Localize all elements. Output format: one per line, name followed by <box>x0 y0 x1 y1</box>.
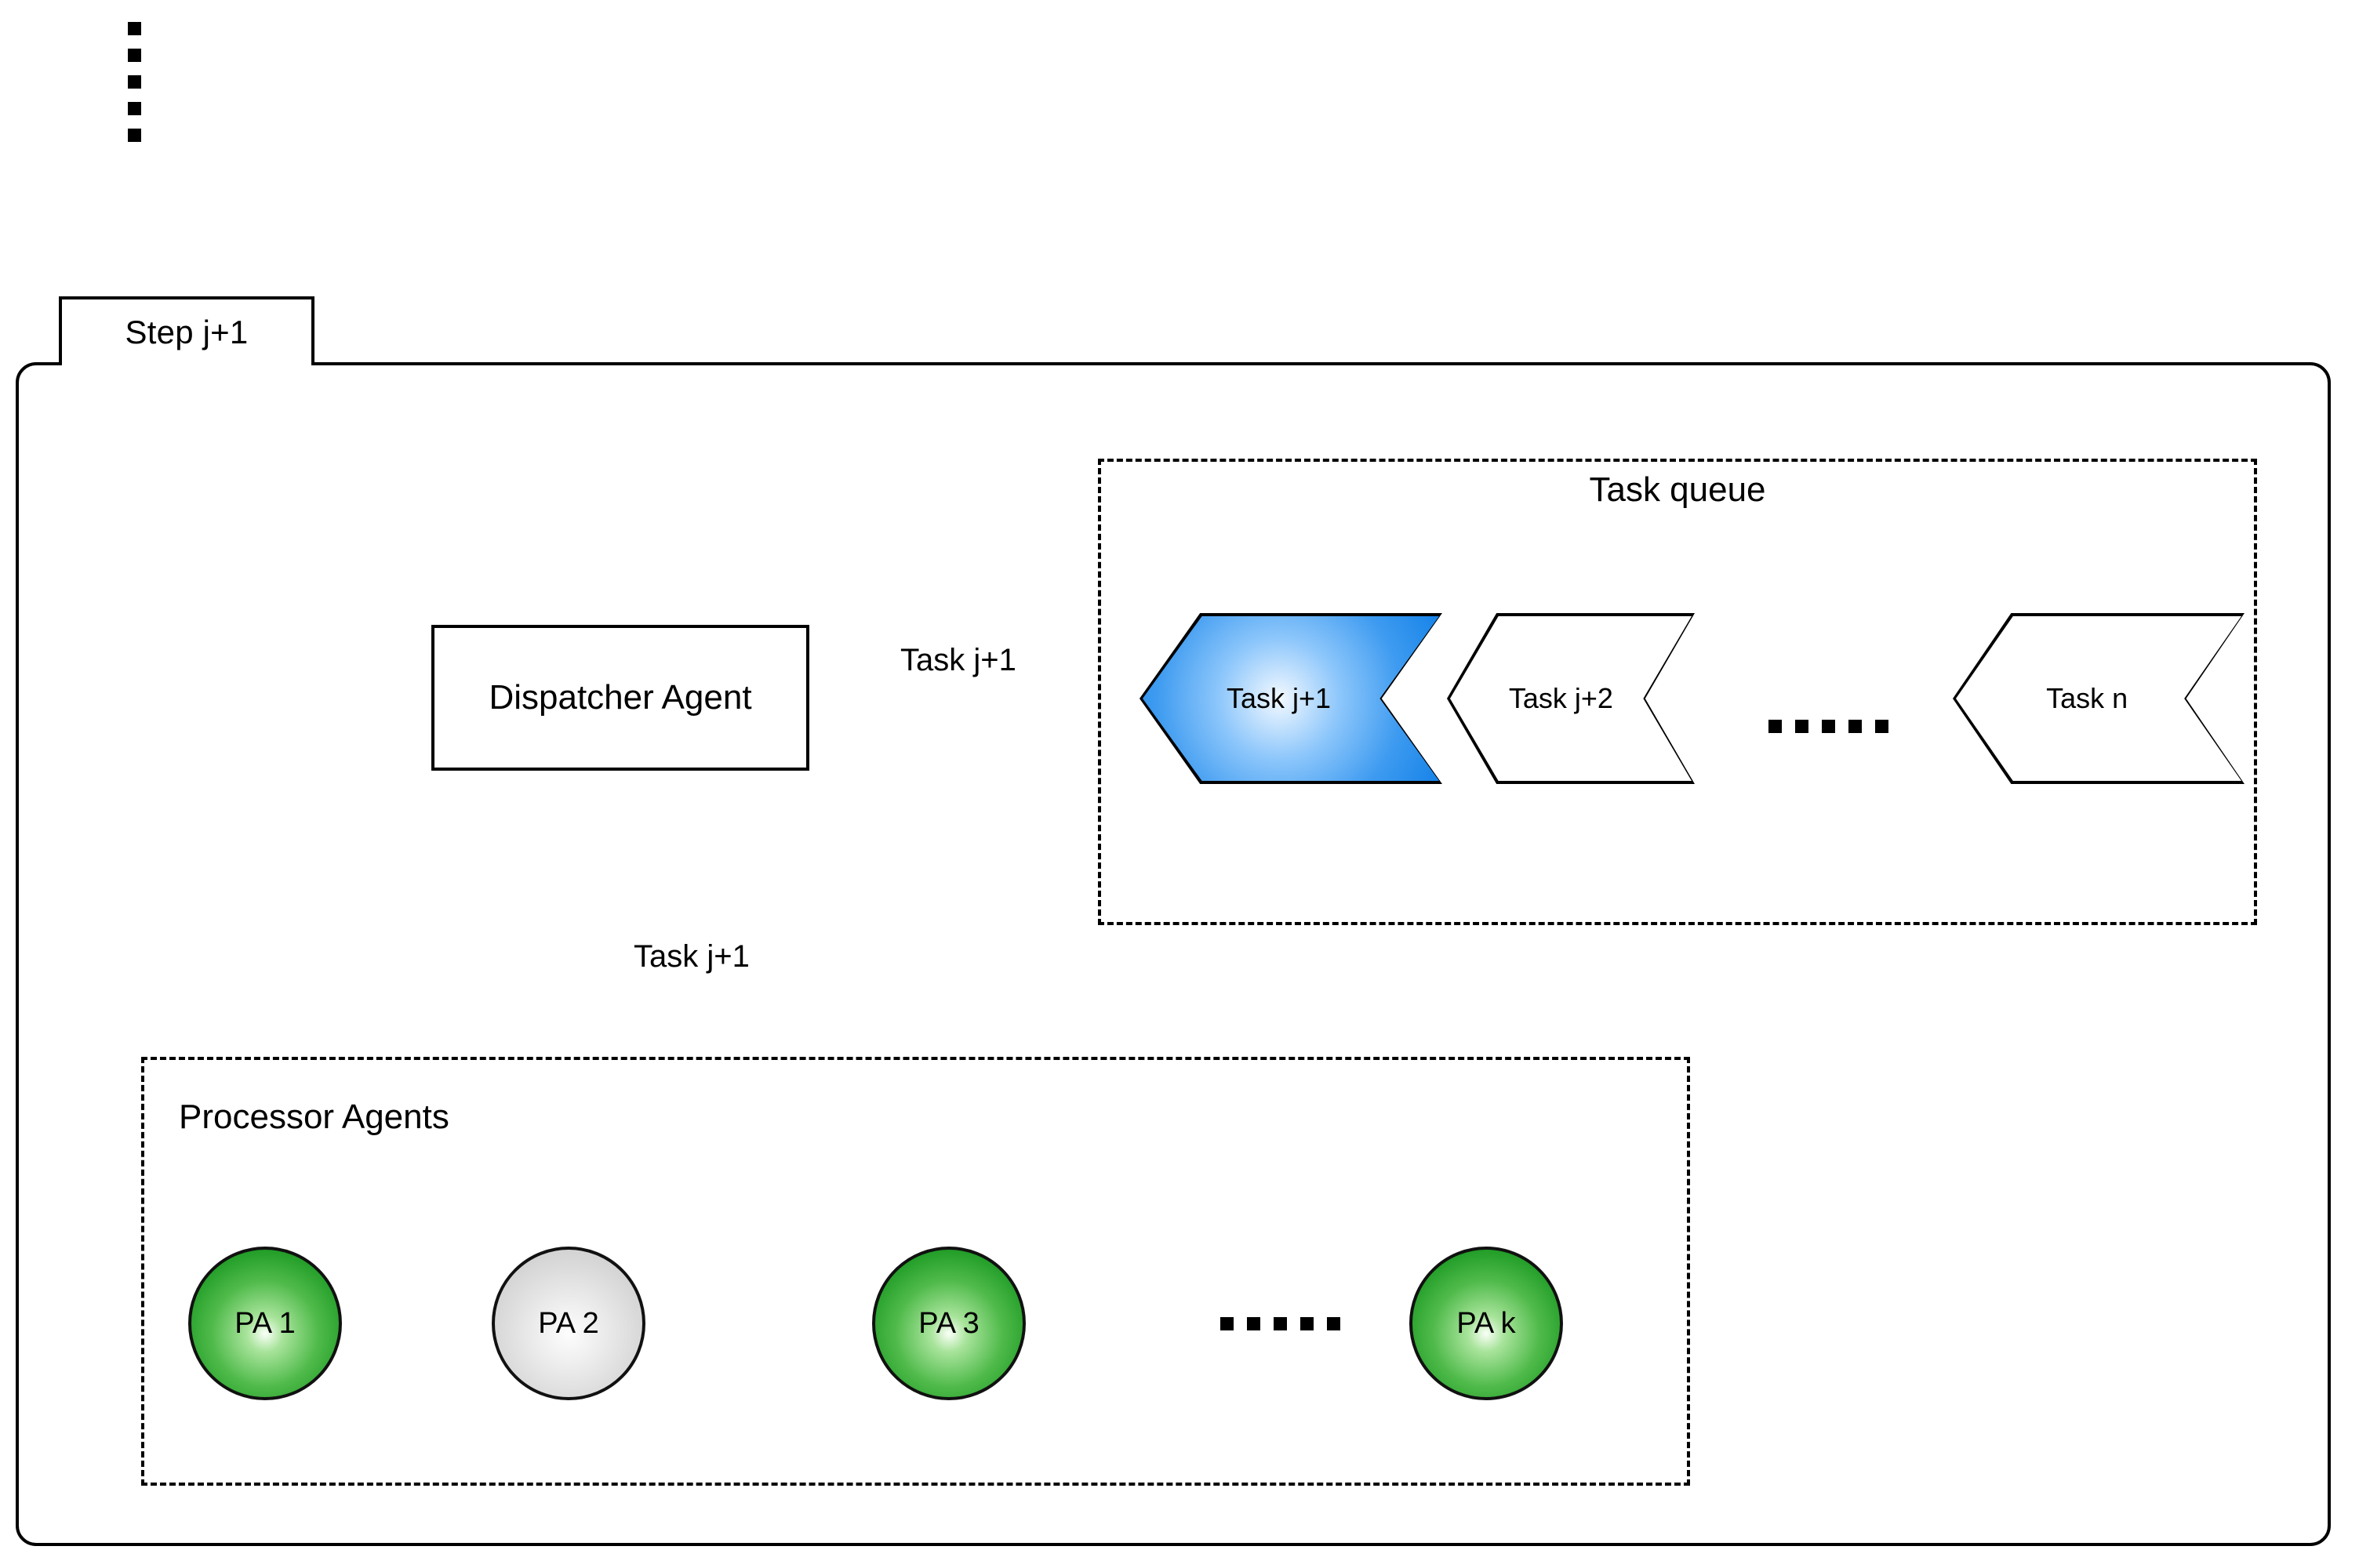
task-label: Task n <box>2046 682 2128 714</box>
processor-agent-label: PA 2 <box>538 1306 599 1340</box>
task-chevron-pending-1[interactable]: Task j+2 <box>1447 613 1695 784</box>
dispatcher-agent-node[interactable]: Dispatcher Agent <box>431 625 809 771</box>
task-label: Task j+1 <box>1227 682 1332 714</box>
processor-agent-label: PA 3 <box>918 1306 980 1340</box>
processor-agent-label: PA k <box>1456 1306 1516 1340</box>
task-chevron-active[interactable]: Task j+1 <box>1140 613 1442 784</box>
step-tab-label: Step j+1 <box>59 296 314 365</box>
task-queue-group <box>1098 459 2257 925</box>
processor-agent-node-k[interactable]: PA k <box>1409 1247 1563 1400</box>
task-chevron-pending-last[interactable]: Task n <box>1953 613 2245 784</box>
processor-agent-node-2[interactable]: PA 2 <box>492 1247 645 1400</box>
processor-agent-label: PA 1 <box>234 1306 296 1340</box>
processor-agents-ellipsis-icon <box>1220 1317 1354 1330</box>
task-queue-ellipsis-icon <box>1768 720 1902 733</box>
processor-agent-node-1[interactable]: PA 1 <box>188 1247 342 1400</box>
task-queue-title: Task queue <box>1589 470 1766 509</box>
edge-label-dispatcher-to-pa3: Task j+1 <box>627 939 756 975</box>
processor-agents-title: Processor Agents <box>179 1098 449 1136</box>
task-label: Task j+2 <box>1508 682 1613 714</box>
step-container <box>16 362 2331 1546</box>
edge-label-queue-to-dispatcher: Task j+1 <box>894 643 1023 678</box>
dispatcher-agent-label: Dispatcher Agent <box>489 678 752 717</box>
processor-agent-node-3[interactable]: PA 3 <box>872 1247 1026 1400</box>
vertical-ellipsis-icon <box>128 22 144 155</box>
